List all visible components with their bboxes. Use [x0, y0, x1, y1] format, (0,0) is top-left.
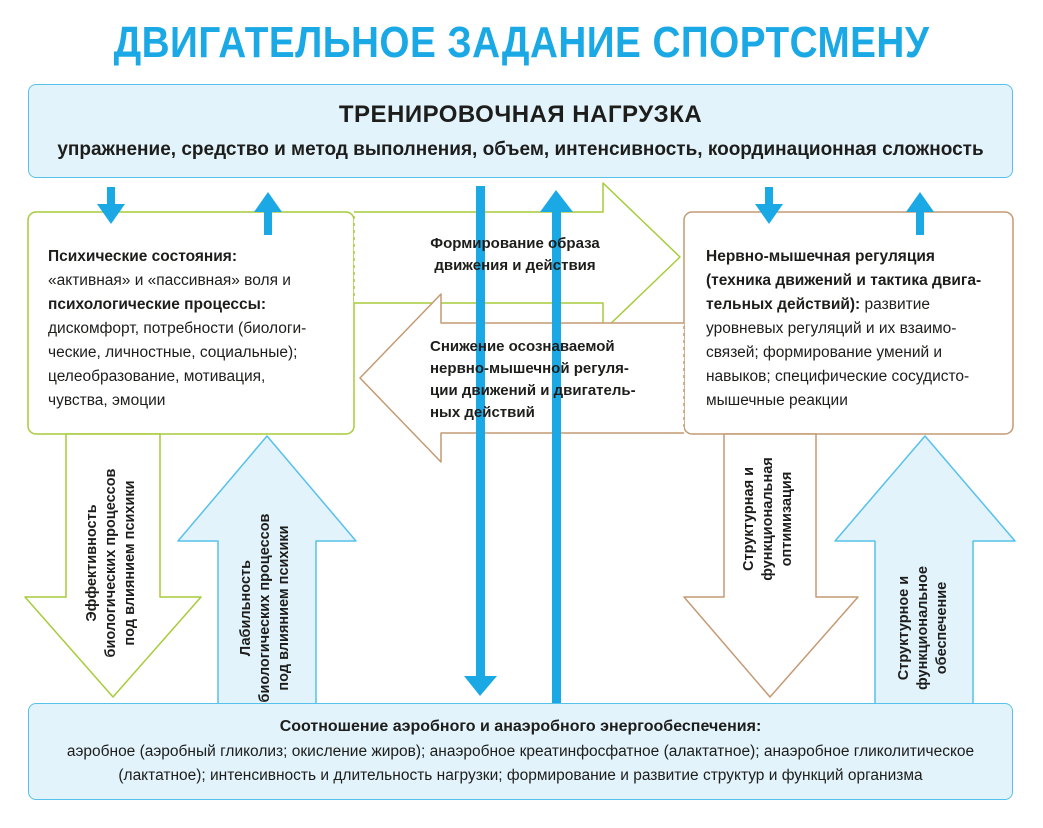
neuromuscular-line-2: (техника движений и тактика двига-: [706, 272, 982, 289]
center-line-down: [476, 186, 485, 676]
center-arrow-up-head: [540, 190, 573, 212]
v1-line-3: под влиянием психики: [122, 480, 138, 646]
v2-line-2: биологических процессов: [257, 513, 273, 703]
small-arrow-down-right: [755, 187, 783, 224]
arrow-up-provision: [834, 435, 1016, 703]
arrow-right-line-1: Формирование образа: [430, 235, 600, 252]
small-arrow-up-left: [254, 192, 282, 235]
vertical-label-efficiency: Эффективность биологических процессов по…: [83, 463, 143, 663]
arrow-up-lability: [177, 435, 357, 703]
arrow-down-optimization: [683, 433, 859, 698]
neuromuscular-text: Нервно-мышечная регуляция (техника движе…: [706, 245, 1006, 413]
arrow-left-line-2: нервно-мышечной регуля-: [430, 360, 629, 377]
psychic-states-box: [27, 211, 355, 435]
arrow-left-line-1: Снижение осознаваемой: [430, 338, 615, 355]
v3-line-2: функциональная: [760, 457, 776, 581]
psychic-line-4: дискомфорт, потребности (биологи-: [48, 320, 307, 337]
training-load-box: ТРЕНИРОВОЧНАЯ НАГРУЗКА упражнение, средс…: [28, 84, 1013, 178]
arrow-left-line-4: ных действий: [430, 404, 535, 421]
arrow-right-label: Формирование образа движения и действия: [420, 233, 610, 277]
energy-supply-heading: Соотношение аэробного и анаэробного энер…: [279, 718, 762, 735]
psychic-line-6: целеобразование, мотивация,: [48, 368, 266, 385]
v1-line-1: Эффективность: [84, 504, 100, 622]
energy-supply-box: Соотношение аэробного и анаэробного энер…: [28, 703, 1013, 800]
psychic-line-2: «активная» и «пассивная» воля и: [48, 272, 291, 289]
neuromuscular-line-3-bold: тельных действий):: [706, 296, 861, 313]
neuromuscular-line-6: навыков; специфические сосудисто-: [706, 368, 970, 385]
small-arrow-up-right: [906, 192, 934, 235]
center-line-up: [552, 212, 561, 703]
energy-supply-text: аэробное (аэробный гликолиз; окисление ж…: [29, 740, 1012, 788]
psychic-processes-heading: психологические процессы:: [48, 296, 267, 313]
neuromuscular-line-5: связей; формирование умений и: [706, 344, 943, 361]
small-arrow-down-left: [97, 187, 125, 224]
v2-line-1: Лабильность: [238, 559, 254, 657]
arrow-right-line-2: движения и действия: [434, 257, 596, 274]
arrow-down-efficiency: [24, 433, 202, 698]
arrow-right-image-formation: [354, 182, 681, 332]
center-arrow-down-head: [464, 676, 497, 696]
training-load-heading: ТРЕНИРОВОЧНАЯ НАГРУЗКА: [338, 101, 703, 128]
arrow-left-line-3: ции движений и двигатель-: [430, 382, 636, 399]
psychic-states-heading: Психические состояния:: [48, 248, 237, 265]
v4-line-3: обеспечение: [934, 581, 950, 675]
v3-line-3: оптимизация: [779, 471, 795, 567]
energy-supply-line-1: аэробное (аэробный гликолиз; окисление ж…: [66, 743, 975, 760]
energy-supply-line-2: (лактатное); интенсивность и длительност…: [118, 767, 923, 784]
arrow-left-label: Снижение осознаваемой нервно-мышечной ре…: [430, 336, 670, 424]
neuromuscular-heading: Нервно-мышечная регуляция: [706, 248, 935, 265]
neuromuscular-line-3-rest: развитие: [860, 296, 930, 313]
v4-line-2: функциональное: [915, 566, 931, 690]
v2-line-3: под влиянием психики: [276, 525, 292, 691]
page-title: ДВИГАТЕЛЬНОЕ ЗАДАНИЕ СПОРТСМЕНУ: [113, 18, 930, 67]
vertical-label-optimization: Структурная и функциональная оптимизация: [740, 439, 800, 599]
vertical-label-provision: Структурное и функциональное обеспечение: [895, 548, 955, 708]
v1-line-2: биологических процессов: [103, 468, 119, 658]
training-load-subheading: упражнение, средство и метод выполнения,…: [57, 139, 984, 160]
v4-line-1: Структурное и: [896, 575, 912, 681]
v3-line-1: Структурная и: [741, 467, 757, 571]
psychic-states-text: Психические состояния: «активная» и «пас…: [48, 245, 348, 413]
neuromuscular-line-4: уровневых регуляций и их взаимо-: [706, 320, 957, 337]
psychic-line-5: ческие, личностные, социальные);: [48, 344, 298, 361]
neuromuscular-line-7: мышечные реакции: [706, 392, 848, 409]
arrow-left-regulation-decrease: [359, 293, 684, 463]
vertical-label-lability: Лабильность биологических процессов под …: [237, 508, 297, 708]
psychic-line-7: чувства, эмоции: [48, 392, 166, 409]
